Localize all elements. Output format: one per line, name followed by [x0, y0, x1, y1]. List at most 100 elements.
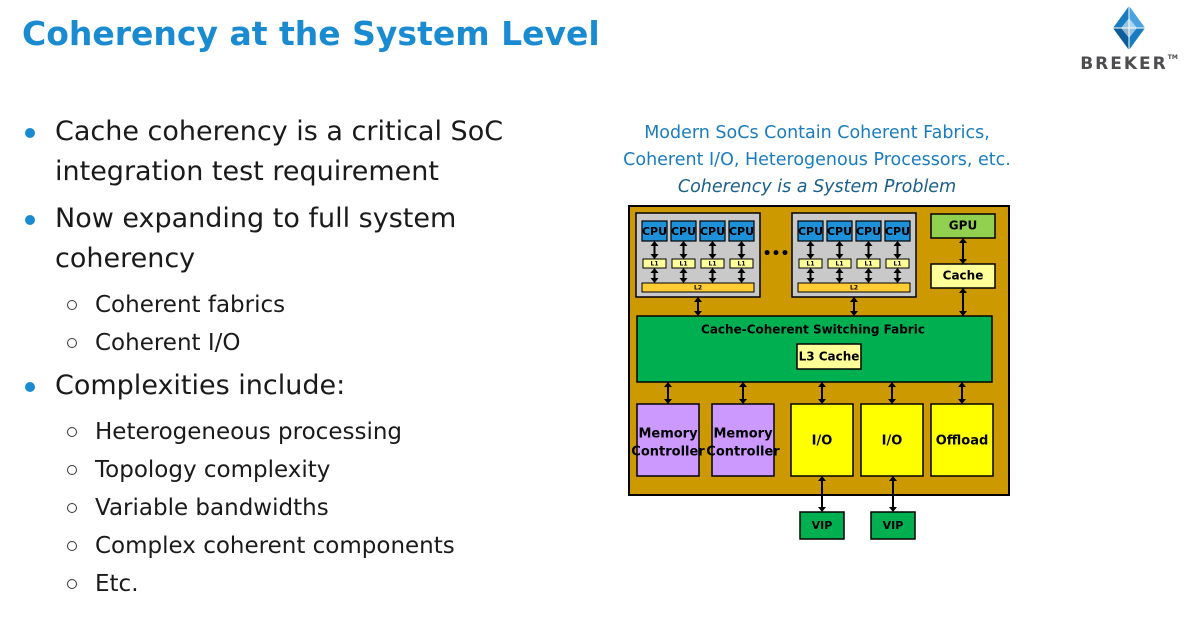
l1-label: L1 [894, 261, 902, 268]
sub-bullet-text: Topology complexity [95, 457, 331, 483]
arrow-head [708, 241, 717, 246]
ring-bullet-icon [67, 465, 77, 475]
sub-bullet-text: Etc. [95, 571, 139, 597]
arrow-head [889, 507, 897, 512]
vip-block [870, 511, 916, 540]
cpu-cluster [635, 212, 761, 298]
l3-label: L3 Cache [799, 350, 860, 364]
l1-cache [729, 258, 754, 269]
fabric-label: Cache-Coherent Switching Fabric [701, 323, 925, 337]
cpu-block [797, 220, 824, 242]
arrow-head [737, 268, 746, 273]
caption-emphasis: Coherency is a System Problem [677, 177, 957, 197]
bullet-item: Now expanding to full system coherency [22, 199, 602, 279]
l1-cache [827, 258, 852, 269]
io-block [790, 403, 854, 477]
l1-cache [671, 258, 696, 269]
arrow-head [835, 241, 844, 246]
arrow-head [694, 297, 702, 302]
vip-block [799, 511, 845, 540]
sub-bullet-item: Complex coherent components [22, 527, 602, 565]
ring-bullet-icon [67, 338, 77, 348]
bullet-item: Complexities include: [22, 366, 602, 406]
ring-bullet-icon [67, 541, 77, 551]
vip-label: VIP [883, 519, 904, 532]
l1-cache [798, 258, 823, 269]
l1-label: L1 [836, 261, 844, 268]
arrow-head [650, 241, 659, 246]
arrow-head [694, 311, 702, 316]
arrow-head [888, 382, 896, 387]
ring-bullet-icon [67, 427, 77, 437]
arrow-head [893, 278, 902, 283]
cpu-block [641, 220, 668, 242]
sub-bullet-item: Etc. [22, 565, 602, 603]
arrow-head [818, 399, 826, 404]
sub-bullet-text: Coherent fabrics [95, 292, 286, 318]
arrow-head [739, 382, 747, 387]
cpu-cluster [791, 212, 917, 298]
cpu-label: CPU [827, 225, 852, 238]
l3-cache-block [796, 343, 862, 370]
caption-line: Modern SoCs Contain Coherent Fabrics, [644, 123, 990, 143]
memory-controller-block [711, 403, 775, 477]
arrow-head [664, 382, 672, 387]
sub-bullet-item: Coherent I/O [22, 324, 602, 362]
sub-bullet-item: Heterogeneous processing [22, 413, 602, 451]
arrow-head [850, 311, 858, 316]
bullet-list: Cache coherency is a critical SoC integra… [22, 112, 602, 603]
block-label: Offload [936, 434, 989, 449]
sub-bullet-item: Coherent fabrics [22, 286, 602, 324]
block-label: I/O [882, 434, 903, 449]
cpu-block [699, 220, 726, 242]
gpu-cache-label: Cache [943, 269, 984, 283]
arrow-head [864, 278, 873, 283]
l1-label: L1 [680, 261, 688, 268]
sub-bullet-item: Topology complexity [22, 451, 602, 489]
offload-block [930, 403, 994, 477]
bullet-dot-icon [25, 128, 35, 138]
cpu-label: CPU [798, 225, 823, 238]
block-label: I/O [812, 434, 833, 449]
arrow-head [664, 399, 672, 404]
bullet-text: coherency [55, 243, 196, 274]
bullet-text: Complexities include: [55, 370, 346, 401]
arrow-head [850, 297, 858, 302]
ring-bullet-icon [67, 503, 77, 513]
slide-title: Coherency at the System Level [22, 14, 600, 53]
bullet-text: Cache coherency is a critical SoC [55, 116, 504, 147]
l1-cache [885, 258, 910, 269]
arrow-head [650, 268, 659, 273]
arrow-head [888, 399, 896, 404]
soc-outline [628, 205, 1010, 496]
ellipsis-dots: ••• [763, 246, 790, 262]
arrow-head [864, 241, 873, 246]
caption-line: Coherent I/O, Heterogenous Processors, e… [623, 150, 1011, 170]
arrow-head [835, 278, 844, 283]
ring-bullet-icon [67, 579, 77, 589]
breker-logo-icon [1113, 6, 1145, 50]
bullet-text: integration test requirement [55, 156, 439, 187]
cpu-block [728, 220, 755, 242]
block-label: Controller [631, 445, 705, 460]
switching-fabric [636, 315, 993, 383]
block-label: Memory [713, 427, 773, 442]
arrow-head [818, 476, 826, 481]
arrow-head [650, 278, 659, 283]
l2-cache [641, 282, 755, 293]
sub-bullet-text: Coherent I/O [95, 330, 241, 356]
arrow-head [835, 268, 844, 273]
arrow-head [708, 268, 717, 273]
arrow-head [806, 268, 815, 273]
arrow-head [818, 382, 826, 387]
arrow-head [737, 241, 746, 246]
arrow-head [708, 254, 717, 259]
ring-bullet-icon [67, 300, 77, 310]
cpu-block [826, 220, 853, 242]
gpu-label: GPU [949, 219, 977, 233]
arrow-head [679, 268, 688, 273]
bullet-text: Now expanding to full system [55, 203, 457, 234]
arrow-head [708, 278, 717, 283]
cpu-label: CPU [700, 225, 725, 238]
l1-label: L1 [807, 261, 815, 268]
